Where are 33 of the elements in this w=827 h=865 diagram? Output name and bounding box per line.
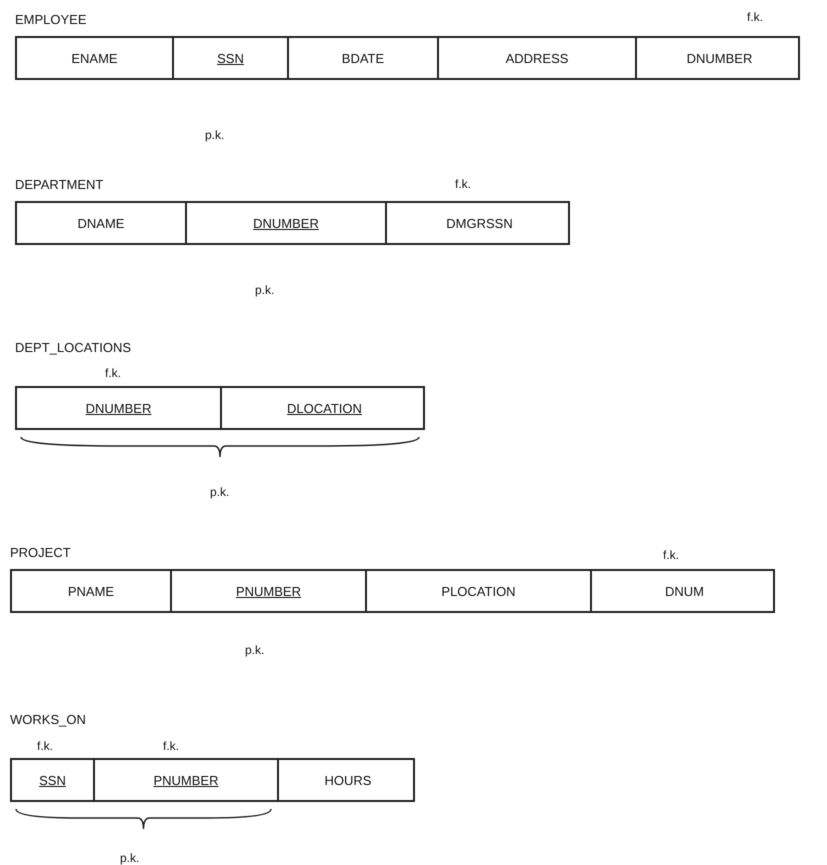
relation-name: DEPARTMENT [15, 177, 104, 192]
attribute-cell: PLOCATION [367, 571, 592, 611]
attribute-cell: DNUMBER [187, 203, 387, 243]
attribute-cell: PNUMBER [172, 571, 367, 611]
attribute-cell: PNUMBER [95, 760, 279, 800]
relation-name: PROJECT [10, 545, 71, 560]
attribute-cell: SSN [174, 38, 289, 78]
key-label: f.k. [105, 366, 122, 380]
attribute-cell: DLOCATION [222, 388, 427, 428]
relation-name: EMPLOYEE [15, 12, 87, 27]
attribute-cell: PNAME [12, 571, 172, 611]
attribute-cell: DNUMBER [637, 38, 802, 78]
attribute-cell: DNUM [592, 571, 777, 611]
relation-name: DEPT_LOCATIONS [15, 340, 132, 355]
key-label: f.k. [163, 739, 180, 753]
attribute-cell: ADDRESS [439, 38, 637, 78]
key-label: f.k. [37, 739, 54, 753]
attribute-cell: BDATE [289, 38, 439, 78]
attribute-cell: DNAME [17, 203, 187, 243]
relation-name: WORKS_ON [10, 712, 86, 727]
key-label: f.k. [663, 548, 680, 562]
key-label: f.k. [455, 177, 472, 191]
key-label: p.k. [205, 128, 224, 142]
attribute-cell: SSN [12, 760, 95, 800]
attribute-cell: ENAME [17, 38, 174, 78]
attribute-cell: DMGRSSN [387, 203, 572, 243]
attribute-cell: HOURS [279, 760, 417, 800]
key-label: p.k. [245, 643, 264, 657]
key-label: f.k. [747, 10, 764, 24]
key-label: p.k. [255, 283, 274, 297]
key-label: p.k. [210, 485, 230, 499]
key-label: p.k. [120, 851, 140, 865]
attribute-cell: DNUMBER [17, 388, 222, 428]
